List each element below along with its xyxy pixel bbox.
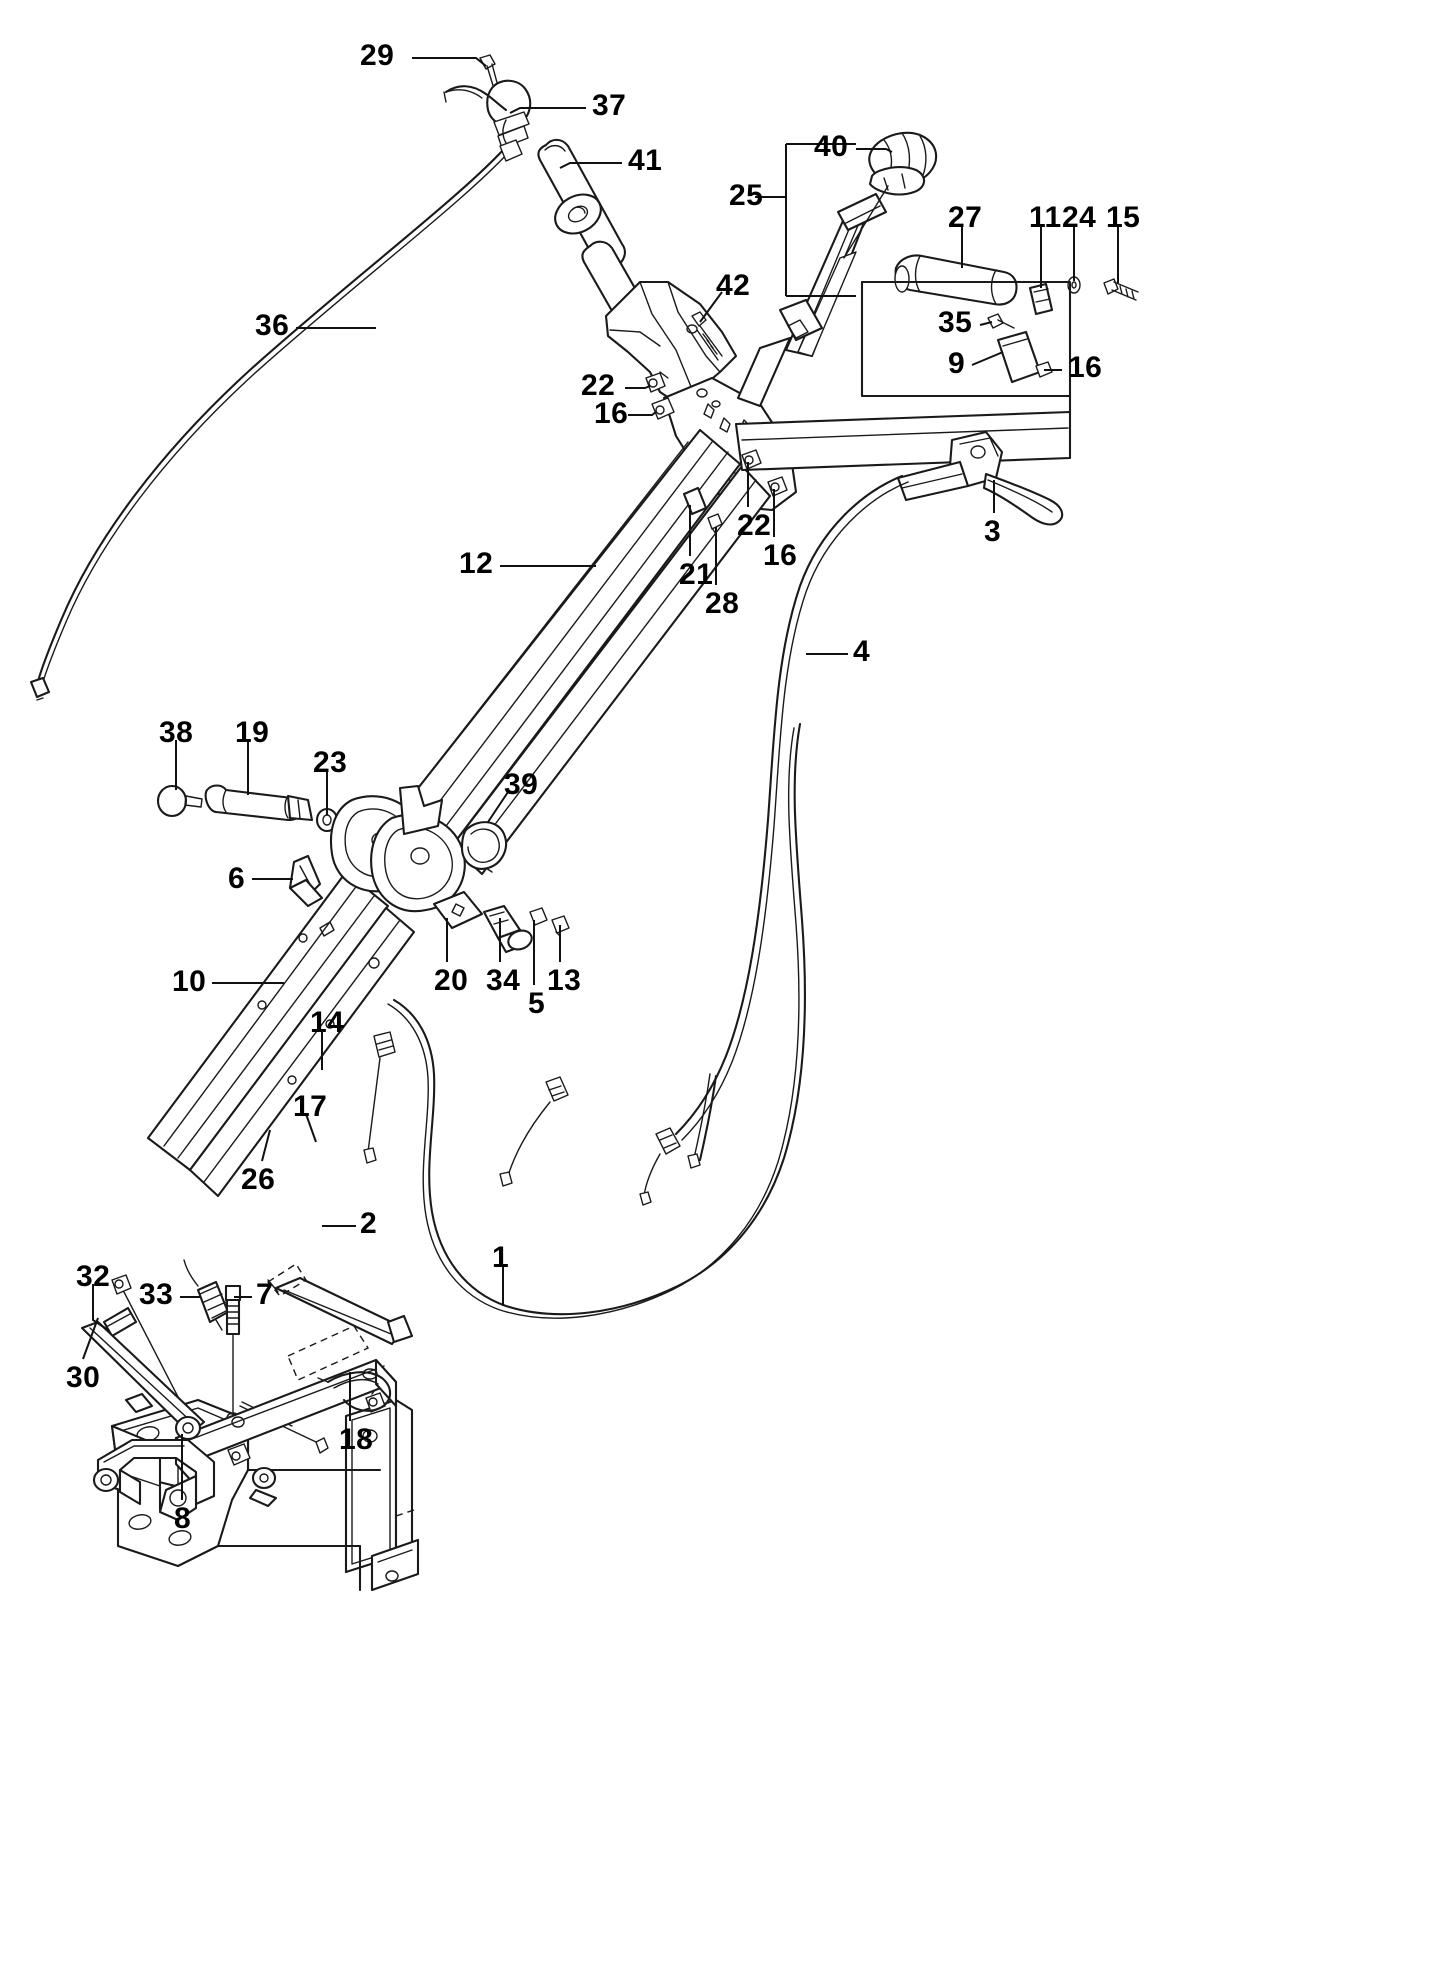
- callout-21: 21: [679, 558, 714, 591]
- callout-22-upper: 22: [581, 369, 616, 402]
- callout-7: 7: [256, 1278, 274, 1311]
- part-3-brake-lever: [896, 430, 1064, 526]
- callout-6: 6: [228, 862, 246, 895]
- callout-26: 26: [241, 1163, 276, 1196]
- callout-10: 10: [172, 965, 207, 998]
- callout-30: 30: [66, 1361, 101, 1394]
- part-16-nut-upper: [651, 397, 675, 420]
- part-34-bolt: [482, 904, 533, 954]
- part-14-bolt: [266, 1263, 414, 1346]
- part-5-nut: [529, 907, 548, 926]
- part-15-screw: [1103, 278, 1139, 301]
- callout-39: 39: [504, 768, 539, 801]
- callout-12: 12: [459, 547, 494, 580]
- leader-line-32: [92, 1284, 109, 1331]
- part-12-cross-tube: [734, 410, 1072, 472]
- part-6-latch-hook: [288, 854, 324, 908]
- callout-8: 8: [174, 1502, 192, 1535]
- part-36-cable: [29, 138, 517, 701]
- callout-25: 25: [729, 179, 764, 212]
- callout-16-upper: 16: [594, 397, 629, 430]
- callout-23: 23: [313, 746, 348, 779]
- leader-line-42: [699, 291, 723, 323]
- callout-9: 9: [948, 347, 966, 380]
- callout-32: 32: [76, 1260, 111, 1293]
- part-41-handle-grip: [537, 138, 626, 269]
- part-39-circlip: [460, 821, 508, 873]
- part-7-pin: [224, 1284, 242, 1424]
- callout-40: 40: [814, 130, 849, 163]
- leader-line-17: [305, 1113, 317, 1143]
- part-42-screw: [691, 311, 723, 361]
- callout-4: 4: [853, 635, 871, 668]
- callout-33: 33: [139, 1278, 174, 1311]
- leader-line-35: [979, 321, 993, 326]
- part-33-spring: [183, 1259, 230, 1331]
- part-40-t-knob: [843, 131, 938, 259]
- part-28-screw: [707, 513, 723, 535]
- part-18-cotter-pin: [317, 1371, 392, 1412]
- callout-2: 2: [360, 1207, 378, 1240]
- part-1-main-cable: [363, 722, 806, 1319]
- callout-11: 11: [1029, 201, 1062, 234]
- callout-13: 13: [547, 964, 582, 997]
- callout-42: 42: [716, 269, 751, 302]
- part-11-clamp: [1028, 282, 1054, 316]
- callout-35: 35: [938, 306, 973, 339]
- callout-1: 1: [492, 1241, 510, 1274]
- part-19-rod: [204, 784, 314, 822]
- part-9-bracket-outline: [860, 280, 1072, 414]
- leader-line-41: [559, 162, 622, 169]
- bracket-25: [755, 144, 787, 296]
- callout-5: 5: [528, 987, 546, 1020]
- callout-28: 28: [705, 587, 740, 620]
- callout-41: 41: [628, 144, 663, 177]
- callout-34: 34: [486, 964, 521, 997]
- leader-line-26: [261, 1129, 271, 1162]
- part-pivot-discs: [330, 784, 466, 913]
- leader-line-39: [487, 791, 509, 823]
- bracket-arms-25: [786, 143, 856, 297]
- part-12-handle-bar-inner: [450, 464, 772, 876]
- callout-27: 27: [948, 201, 983, 234]
- leader-line-37: [509, 107, 586, 114]
- part-4-brake-cable: [639, 474, 909, 1206]
- callout-16-right: 16: [1068, 351, 1103, 384]
- callout-17: 17: [293, 1090, 328, 1123]
- part-25-adjuster-assembly: [736, 192, 888, 408]
- part-30-lever-arm: [80, 1320, 206, 1436]
- callout-36: 36: [255, 309, 290, 342]
- callout-38: 38: [159, 716, 194, 749]
- leader-line-40: [856, 148, 893, 153]
- callout-24: 24: [1062, 201, 1097, 234]
- callout-3: 3: [984, 515, 1002, 548]
- part-10-lower-arm-inner: [188, 906, 416, 1198]
- callout-29: 29: [360, 39, 395, 72]
- leader-line-9: [971, 351, 1004, 366]
- part-washers-bottom: [174, 1415, 278, 1508]
- leader-line-29: [412, 57, 487, 67]
- callout-16-mid: 16: [763, 539, 798, 572]
- leader-line-30: [82, 1317, 99, 1360]
- callout-20: 20: [434, 964, 469, 997]
- callout-19: 19: [235, 716, 270, 749]
- part-37-throttle-lever: [443, 79, 532, 162]
- leader-line-16a: [628, 411, 657, 416]
- callout-15: 15: [1106, 201, 1141, 234]
- leader-line-22a: [625, 385, 651, 389]
- part-27-right-grip: [894, 254, 1018, 306]
- callout-18: 18: [339, 1423, 374, 1456]
- callout-37: 37: [592, 89, 627, 122]
- part-9-lever-body: [987, 313, 1053, 384]
- leader-lines: [82, 57, 1119, 1500]
- callout-14: 14: [310, 1006, 345, 1039]
- part-38-ball-knob: [156, 784, 203, 818]
- callout-22-mid: 22: [737, 509, 772, 542]
- part-2-u-bracket: [344, 1398, 420, 1592]
- part-16-nut-mid: [767, 476, 788, 497]
